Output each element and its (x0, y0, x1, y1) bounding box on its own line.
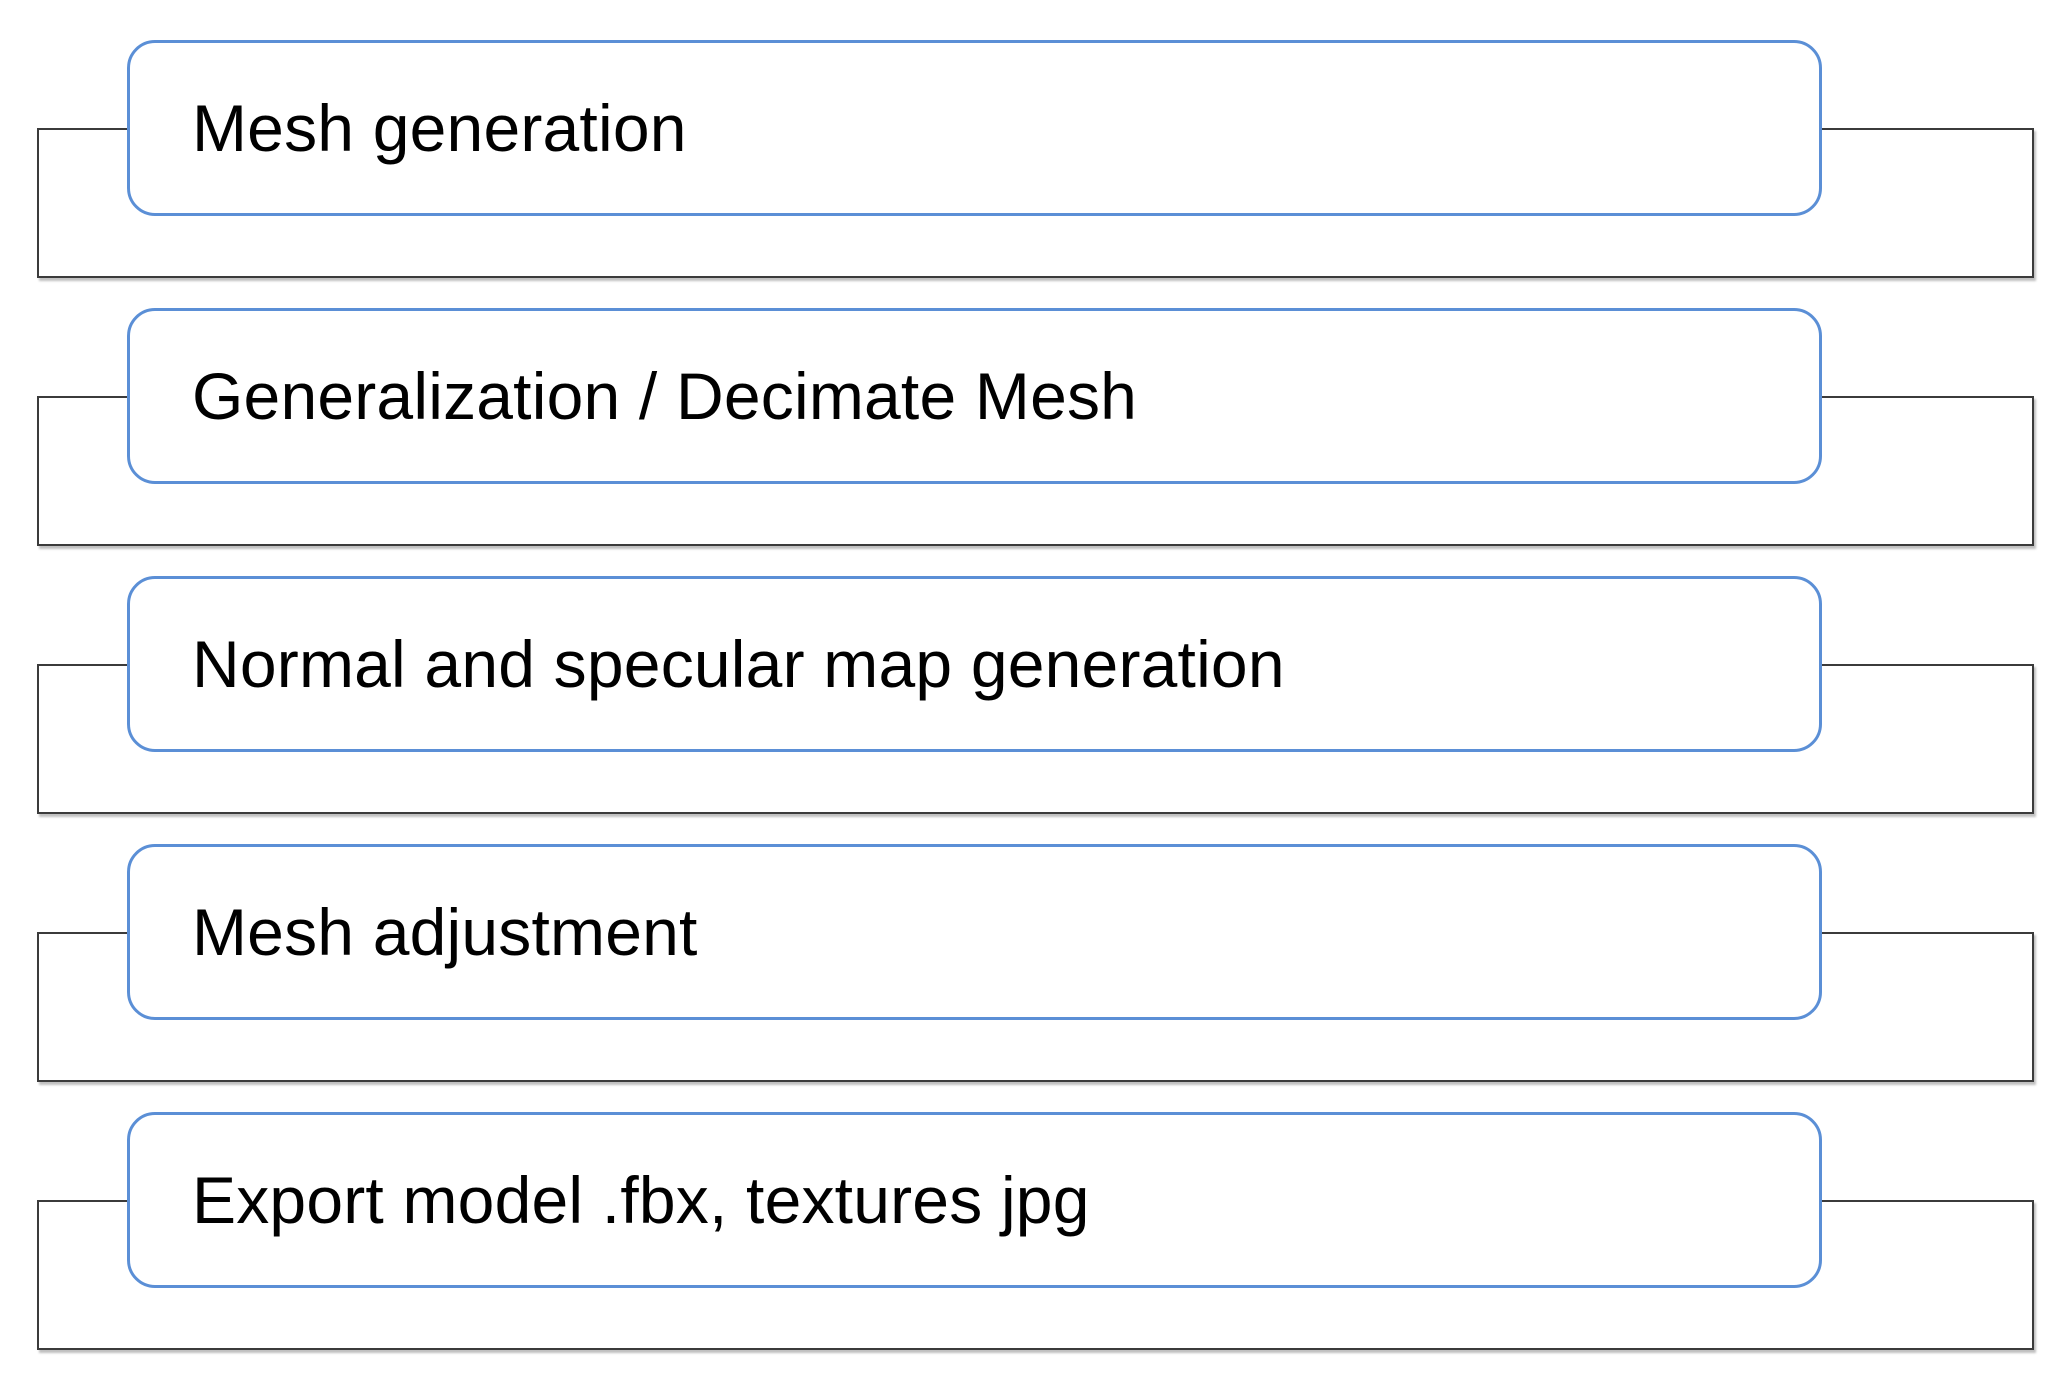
step-label: Export model .fbx, textures jpg (192, 1163, 1090, 1237)
step-mesh-generation: Mesh generation (0, 40, 2064, 300)
step-label: Mesh adjustment (192, 895, 698, 969)
step-mesh-adjustment: Mesh adjustment (0, 844, 2064, 1104)
step-export-model: Export model .fbx, textures jpg (0, 1112, 2064, 1372)
step-card: Mesh generation (127, 40, 1822, 216)
step-card: Normal and specular map generation (127, 576, 1822, 752)
step-decimate-mesh: Generalization / Decimate Mesh (0, 308, 2064, 568)
step-label: Normal and specular map generation (192, 627, 1285, 701)
step-card: Mesh adjustment (127, 844, 1822, 1020)
step-card: Export model .fbx, textures jpg (127, 1112, 1822, 1288)
step-label: Generalization / Decimate Mesh (192, 359, 1138, 433)
step-card: Generalization / Decimate Mesh (127, 308, 1822, 484)
step-map-generation: Normal and specular map generation (0, 576, 2064, 836)
step-label: Mesh generation (192, 91, 687, 165)
